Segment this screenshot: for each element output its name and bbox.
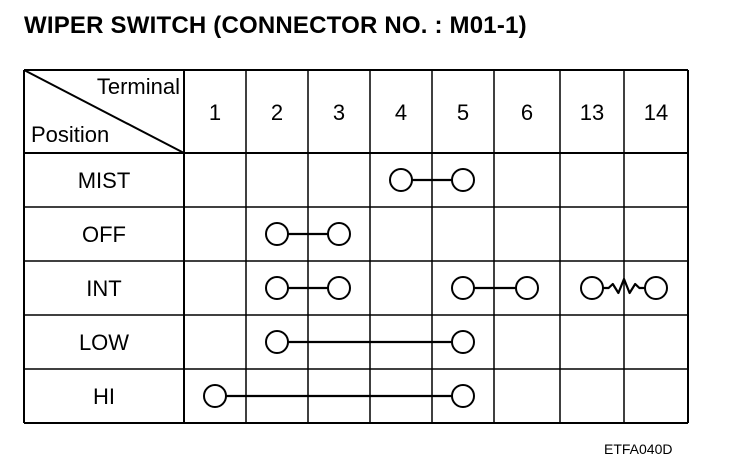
position-label: OFF (82, 222, 126, 247)
terminal-label: 5 (457, 100, 469, 125)
terminal-node (327, 276, 351, 300)
terminal-node (389, 168, 413, 192)
terminal-label: 3 (333, 100, 345, 125)
terminal-node (451, 384, 475, 408)
terminal-label: 6 (521, 100, 533, 125)
terminal-label: 2 (271, 100, 283, 125)
position-label: INT (86, 276, 121, 301)
terminal-node (515, 276, 539, 300)
terminal-label: 14 (644, 100, 668, 125)
terminal-node (265, 330, 289, 354)
diagram-title: WIPER SWITCH (CONNECTOR NO. : M01-1) (24, 12, 527, 39)
terminal-node (265, 276, 289, 300)
connection-marks (203, 168, 668, 408)
terminal-label: 4 (395, 100, 407, 125)
figure-code: ETFA040D (604, 441, 673, 457)
position-header-label: Position (31, 122, 109, 147)
position-label: LOW (79, 330, 129, 355)
resistor-symbol (603, 277, 645, 295)
terminal-label: 13 (580, 100, 604, 125)
position-column: MIST OFF INT LOW HI (78, 168, 131, 409)
header-diagonal (23, 69, 185, 154)
position-label: HI (93, 384, 115, 409)
terminal-node (451, 276, 475, 300)
terminal-header-label: Terminal (97, 74, 180, 99)
terminal-node (451, 330, 475, 354)
terminal-header-row: 1 2 3 4 5 6 13 14 (209, 100, 668, 125)
terminal-node (644, 276, 668, 300)
position-label: MIST (78, 168, 131, 193)
terminal-node (327, 222, 351, 246)
terminal-label: 1 (209, 100, 221, 125)
terminal-node (265, 222, 289, 246)
terminal-node (203, 384, 227, 408)
table-grid (23, 69, 689, 424)
terminal-node (580, 276, 604, 300)
terminal-node (451, 168, 475, 192)
